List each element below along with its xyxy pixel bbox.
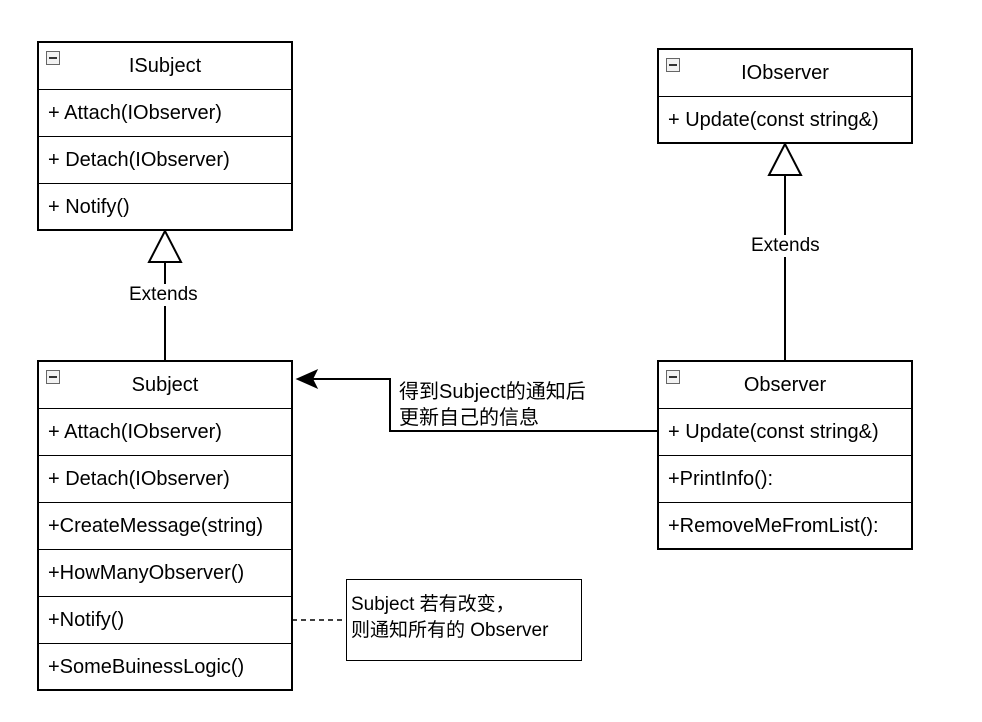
class-subject-title: Subject (131, 373, 199, 396)
collapse-icon[interactable] (46, 370, 60, 384)
class-member: +PrintInfo(): (659, 456, 911, 503)
association-arrowhead (295, 368, 319, 390)
association-label-line2: 更新自己的信息 (399, 407, 539, 429)
note-line1: Subject 若有改变， (351, 594, 515, 615)
class-observer[interactable]: Observer + Update(const string&) +PrintI… (657, 360, 913, 550)
class-member: + Attach(IObserver) (39, 90, 291, 137)
class-member: + Detach(IObserver) (39, 137, 291, 184)
extends-label-observer: Extends (751, 235, 820, 257)
class-member: +CreateMessage(string) (39, 503, 291, 550)
class-isubject[interactable]: ISubject + Attach(IObserver) + Detach(IO… (37, 41, 293, 231)
association-label: 得到Subject的通知后 更新自己的信息 (399, 379, 586, 431)
class-member: +HowManyObserver() (39, 550, 291, 597)
class-isubject-header: ISubject (39, 43, 291, 90)
extends-label-subject: Extends (129, 284, 198, 306)
class-iobserver-title: IObserver (741, 61, 829, 84)
class-member: + Attach(IObserver) (39, 409, 291, 456)
note-box[interactable]: Subject 若有改变， 则通知所有的 Observer (346, 579, 582, 661)
update-association-line (312, 378, 658, 432)
collapse-icon[interactable] (666, 370, 680, 384)
class-member: +Notify() (39, 597, 291, 644)
class-observer-title: Observer (743, 373, 827, 396)
class-isubject-title: ISubject (128, 54, 202, 77)
association-label-line1: 得到Subject的通知后 (399, 381, 586, 403)
class-iobserver-header: IObserver (659, 50, 911, 97)
class-member: + Update(const string&) (659, 409, 911, 456)
class-member: + Update(const string&) (668, 109, 879, 131)
collapse-icon[interactable] (666, 58, 680, 72)
class-observer-header: Observer (659, 362, 911, 409)
class-member: + Notify() (48, 196, 130, 218)
class-member: +SomeBuinessLogic() (48, 656, 245, 678)
inheritance-arrow-isubject (147, 228, 183, 263)
class-member: +RemoveMeFromList(): (668, 515, 879, 537)
class-subject[interactable]: Subject + Attach(IObserver) + Detach(IOb… (37, 360, 293, 691)
note-line2: 则通知所有的 Observer (351, 620, 549, 641)
class-iobserver[interactable]: IObserver + Update(const string&) (657, 48, 913, 144)
class-member: + Detach(IObserver) (39, 456, 291, 503)
inheritance-arrow-iobserver (767, 141, 803, 176)
collapse-icon[interactable] (46, 51, 60, 65)
class-subject-header: Subject (39, 362, 291, 409)
